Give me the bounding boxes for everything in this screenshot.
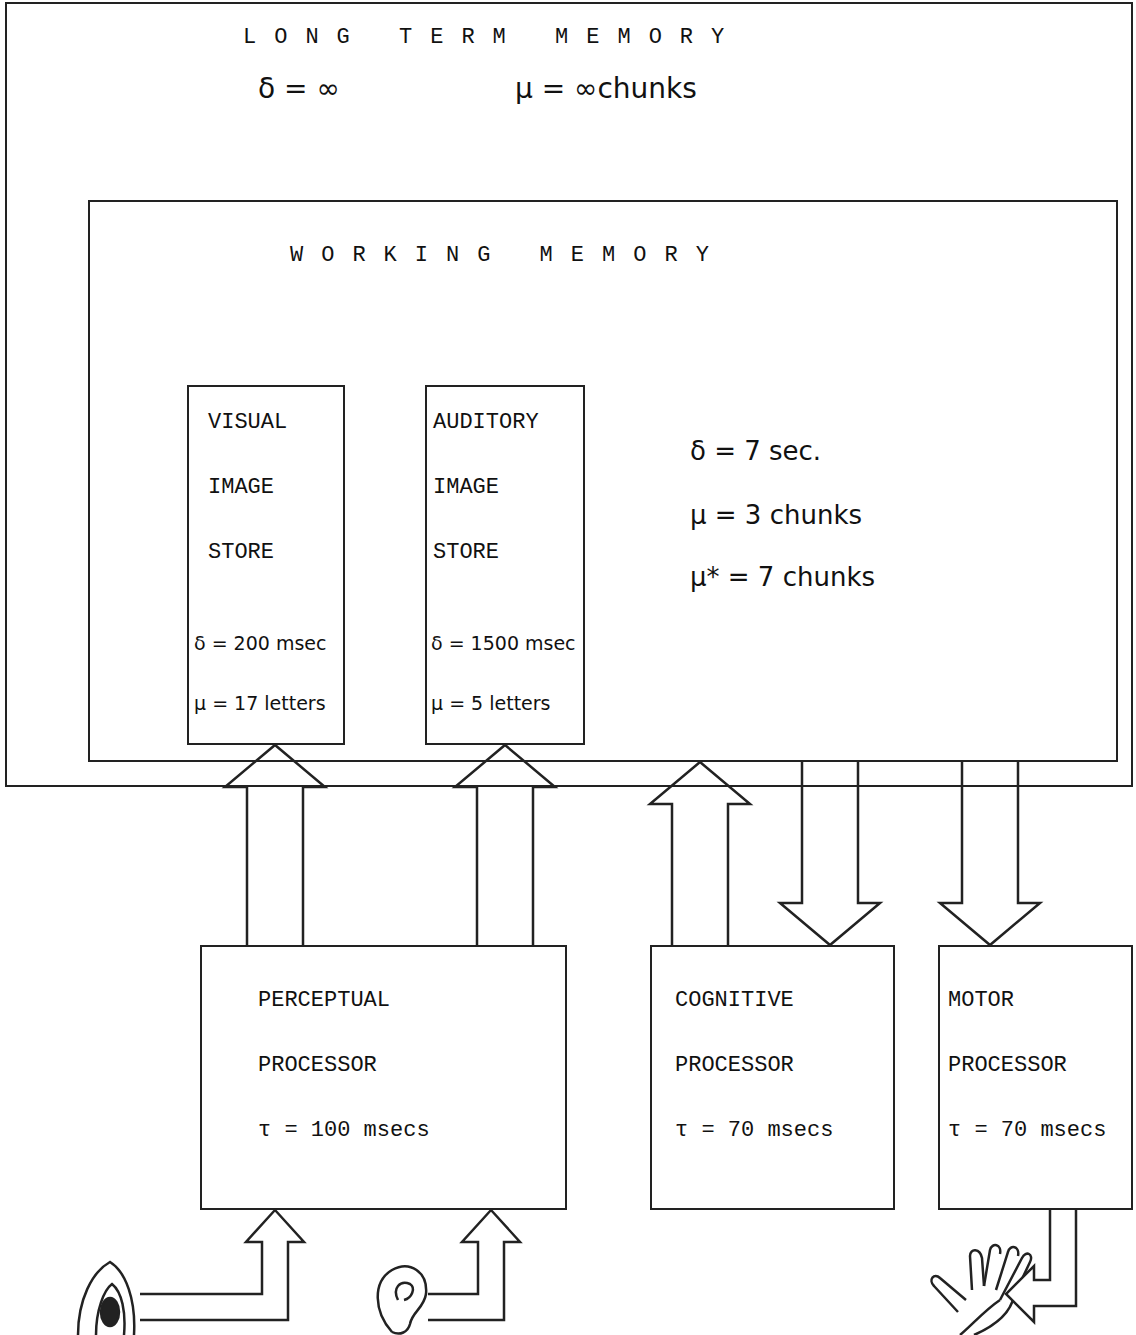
auditory-store-box: AUDITORY IMAGE STORE δ = 1500 msec μ = 5 l… xyxy=(425,385,585,745)
processor-title: COGNITIVE PROCESSOR xyxy=(675,968,800,1098)
parameter-text: μ = ∞chunks xyxy=(515,72,697,105)
perceptual-processor-box: PERCEPTUAL PROCESSORτ = 100 msecs xyxy=(200,945,567,1210)
long-term-memory-box: LONG TERM MEMORY δ = ∞ μ = ∞chunksWORKING … xyxy=(5,2,1133,787)
arrow-outline xyxy=(780,762,880,945)
flow-arrow xyxy=(940,762,1040,945)
eye-drawing xyxy=(78,1262,134,1335)
processor-title: MOTOR PROCESSOR xyxy=(948,968,1073,1098)
memory-heading: LONG TERM MEMORY xyxy=(243,25,742,50)
parameter-text: δ = 7 sec. xyxy=(690,436,821,466)
parameter-text: μ = 17 letters xyxy=(194,692,326,714)
working-memory-box: WORKING MEMORY δ = 7 sec. μ = 3 chunks μ* =… xyxy=(88,200,1118,762)
processor-title: PERCEPTUAL PROCESSOR xyxy=(258,968,383,1098)
memory-heading: WORKING MEMORY xyxy=(290,243,727,268)
motor-processor-box: MOTOR PROCESSORτ = 70 msecs xyxy=(938,945,1133,1210)
flow-arrow xyxy=(225,745,325,945)
parameter-text: δ = ∞ xyxy=(258,72,340,105)
store-title: VISUAL IMAGE STORE xyxy=(208,390,333,585)
parameter-text: μ = 3 chunks xyxy=(690,500,862,530)
parameter-text: δ = 1500 msec xyxy=(431,632,576,654)
flow-arrow xyxy=(650,762,750,945)
parameter-text: δ = 200 msec xyxy=(194,632,326,654)
store-title: AUDITORY IMAGE STORE xyxy=(433,390,558,585)
flow-arrow xyxy=(455,745,555,945)
parameter-text: τ = 70 msecs xyxy=(675,1098,833,1163)
parameter-text: μ* = 7 chunks xyxy=(690,562,875,592)
parameter-text: μ = 5 letters xyxy=(431,692,550,714)
arrow-outline xyxy=(225,745,325,945)
flow-arrow xyxy=(780,762,880,945)
motor-to-hand-arrow xyxy=(1006,1210,1076,1322)
sense-arrows xyxy=(140,1210,1076,1322)
ear-drawing xyxy=(378,1266,426,1333)
arrow-outline xyxy=(455,745,555,945)
visual-store-box: VISUAL IMAGE STORE δ = 200 msec μ = 17 let… xyxy=(187,385,345,745)
arrow-outline xyxy=(650,762,750,945)
parameter-text: τ = 70 msecs xyxy=(948,1098,1106,1163)
eye-to-perceptual-arrow xyxy=(140,1210,304,1320)
ear-to-perceptual-arrow xyxy=(428,1210,520,1320)
arrow-outline xyxy=(940,762,1040,945)
cognitive-processor-box: COGNITIVE PROCESSORτ = 70 msecs xyxy=(650,945,895,1210)
parameter-text: τ = 100 msecs xyxy=(258,1098,430,1163)
